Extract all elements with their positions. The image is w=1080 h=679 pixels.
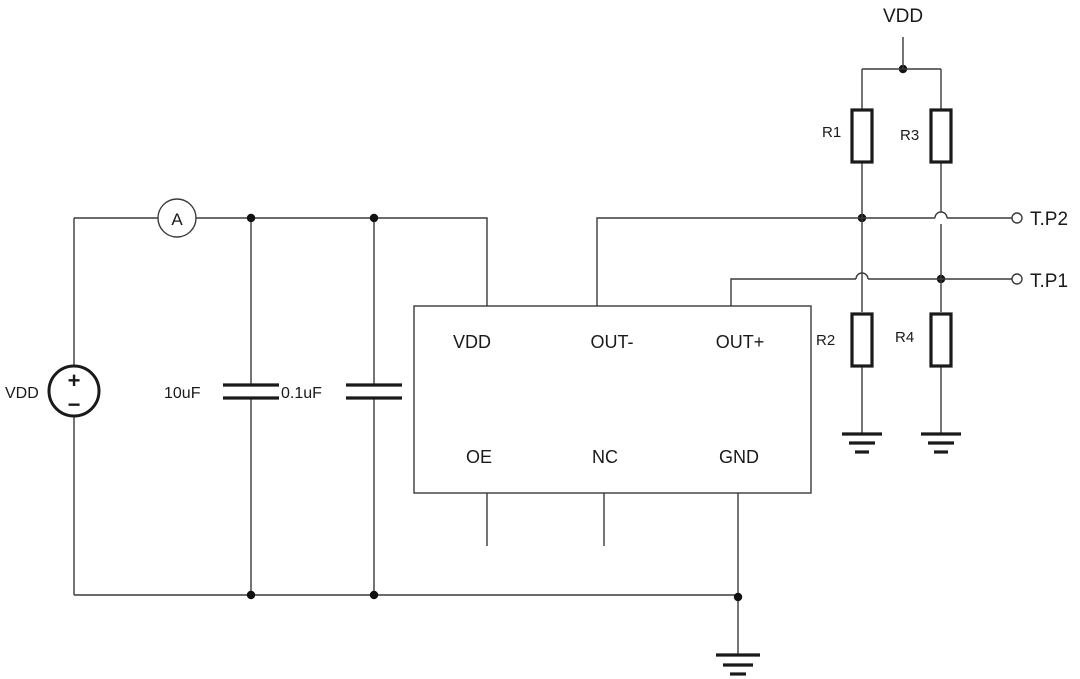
test-point-tp2: T.P2 — [1011, 209, 1068, 230]
bridge-wires — [596, 37, 1012, 433]
ic-pin-nc: NC — [592, 447, 618, 467]
r2-label: R2 — [816, 332, 835, 349]
capacitor-0.1uf: 0.1uF — [281, 383, 402, 402]
ammeter-label: A — [171, 210, 183, 229]
capacitor-10uf: 10uF — [164, 383, 279, 402]
ground-icon — [842, 432, 882, 454]
voltage-source: + − VDD — [5, 364, 101, 418]
resistor-r3: R3 — [900, 108, 953, 164]
ic-pin-vdd: VDD — [453, 332, 491, 352]
ic-pin-gnd: GND — [719, 447, 759, 467]
resistor-r2: R2 — [816, 312, 874, 368]
resistor-r4: R4 — [895, 312, 953, 368]
vdd-top-label: VDD — [883, 6, 923, 27]
test-point-tp1: T.P1 — [1011, 271, 1068, 292]
source-plus-sign: + — [68, 368, 81, 393]
r4-label: R4 — [895, 329, 914, 346]
source-minus-sign: − — [68, 392, 81, 417]
ic-chip: VDD OUT- OUT+ OE NC GND — [413, 305, 812, 494]
tp1-label: T.P1 — [1030, 271, 1068, 292]
r1-label: R1 — [822, 124, 841, 141]
resistor-r1: R1 — [822, 108, 874, 164]
junction-dots — [246, 64, 946, 602]
ground-icon — [921, 432, 961, 454]
r3-label: R3 — [900, 127, 919, 144]
ic-pin-out-minus: OUT- — [591, 332, 634, 352]
tp2-label: T.P2 — [1030, 209, 1068, 230]
ground-icon — [716, 653, 760, 676]
ic-pin-oe: OE — [466, 447, 492, 467]
ammeter: A — [157, 198, 197, 238]
cap1-label: 10uF — [164, 385, 201, 402]
cap2-label: 0.1uF — [281, 385, 322, 402]
ic-pin-out-plus: OUT+ — [716, 332, 765, 352]
supply-wires — [73, 217, 739, 655]
source-vdd-label: VDD — [5, 385, 39, 402]
